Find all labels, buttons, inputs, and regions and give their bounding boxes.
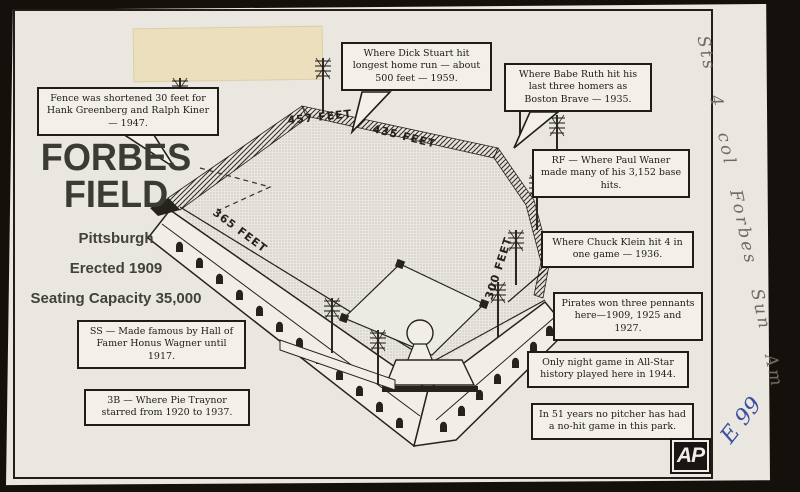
diagram-border — [13, 9, 713, 479]
callout-no-hitter: In 51 years no pitcher has had a no-hit … — [531, 403, 694, 440]
home-plate-pad — [384, 359, 476, 386]
callout-honus-wagner: SS — Made famous by Hall of Famer Honus … — [77, 320, 246, 370]
left-corner-shadow — [150, 198, 180, 216]
capacity-label: Seating Capacity 35,000 — [30, 290, 202, 308]
callout-dick-stuart: Where Dick Stuart hit longest home run —… — [341, 42, 492, 92]
callout-chuck-klein: Where Chuck Klein hit 4 in one game — 19… — [541, 231, 694, 268]
callout-babe-ruth: Where Babe Ruth hit his last three homer… — [504, 63, 652, 113]
dugout-roof — [279, 339, 396, 391]
klein-callout-leader — [507, 269, 546, 303]
page-title-line2: FIELD — [63, 174, 169, 217]
ap-logo: AP — [670, 438, 711, 474]
third-base — [338, 312, 350, 324]
callout-fence-shortened: Fence was shortened 30 feet for Hank Gre… — [37, 87, 219, 137]
shortened-fence-dashed-line — [199, 167, 272, 213]
page-title-line1: FORBES — [40, 137, 192, 179]
callout-paul-waner: RF — Where Paul Waner made many of his 3… — [532, 149, 690, 199]
stuart-callout-tail — [350, 91, 392, 135]
first-base — [478, 298, 490, 310]
pitchers-mound — [406, 319, 434, 347]
title-block: FORBES FIELD Pittsburgh Erected 1909 Sea… — [18, 137, 214, 308]
callout-pirates-pennants: Pirates won three pennants here—1909, 19… — [553, 292, 703, 342]
grandstand-roof-line-right — [435, 315, 557, 421]
city-label: Pittsburgh — [78, 230, 154, 248]
callout-pie-traynor: 3B — Where Pie Traynor starred from 1920… — [84, 389, 250, 426]
callout-night-game: Only night game in All-Star history play… — [527, 351, 689, 388]
right-field-wall — [493, 147, 551, 299]
right-grandstand — [413, 300, 570, 447]
second-base — [394, 258, 406, 270]
right-foul-line — [431, 299, 546, 363]
erected-label: Erected 1909 — [69, 260, 163, 278]
